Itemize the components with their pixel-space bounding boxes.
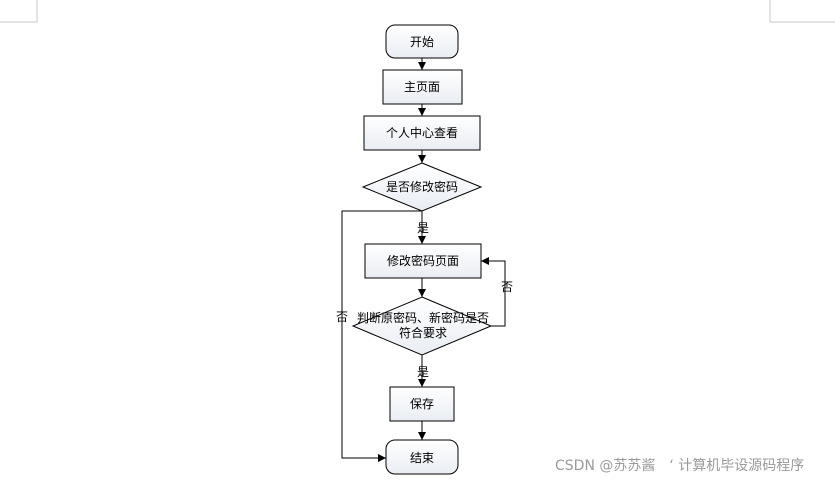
node-validate-passwords-label-line1: 判断原密码、新密码是否 — [357, 310, 489, 325]
watermark: CSDN @苏苏酱 ‘ 计算机毕设源码程序 — [555, 458, 805, 474]
node-main-page: 主页面 — [382, 69, 463, 105]
edge-labels: 是 否 否 是 — [336, 221, 513, 379]
node-validate-passwords-label-line2: 符合要求 — [399, 325, 447, 340]
node-profile-label: 个人中心查看 — [386, 125, 458, 140]
edge-decision-end-no — [341, 210, 422, 462]
node-decide-change-password: 是否修改密码 — [361, 162, 483, 212]
node-change-password-page: 修改密码页面 — [364, 243, 482, 279]
node-main-page-label: 主页面 — [404, 80, 440, 94]
edge-label-yes-2: 是 — [417, 365, 429, 379]
edge-label-no-1: 否 — [336, 310, 348, 324]
edge-label-no-2: 否 — [501, 280, 513, 294]
node-validate-passwords: 判断原密码、新密码是否 符合要求 — [351, 296, 493, 356]
node-change-password-page-label: 修改密码页面 — [387, 253, 459, 268]
edge-label-yes-1: 是 — [417, 221, 429, 235]
node-profile: 个人中心查看 — [363, 115, 481, 151]
page-corner-marks — [0, 0, 835, 23]
node-decide-change-password-label: 是否修改密码 — [386, 179, 458, 194]
node-start-label: 开始 — [410, 35, 434, 49]
node-start: 开始 — [385, 24, 459, 59]
edges — [341, 58, 506, 462]
node-end: 结束 — [385, 439, 459, 475]
edge-validate-change-no — [481, 257, 506, 327]
node-save-label: 保存 — [410, 397, 434, 411]
node-save: 保存 — [389, 386, 455, 422]
node-end-label: 结束 — [410, 451, 434, 465]
